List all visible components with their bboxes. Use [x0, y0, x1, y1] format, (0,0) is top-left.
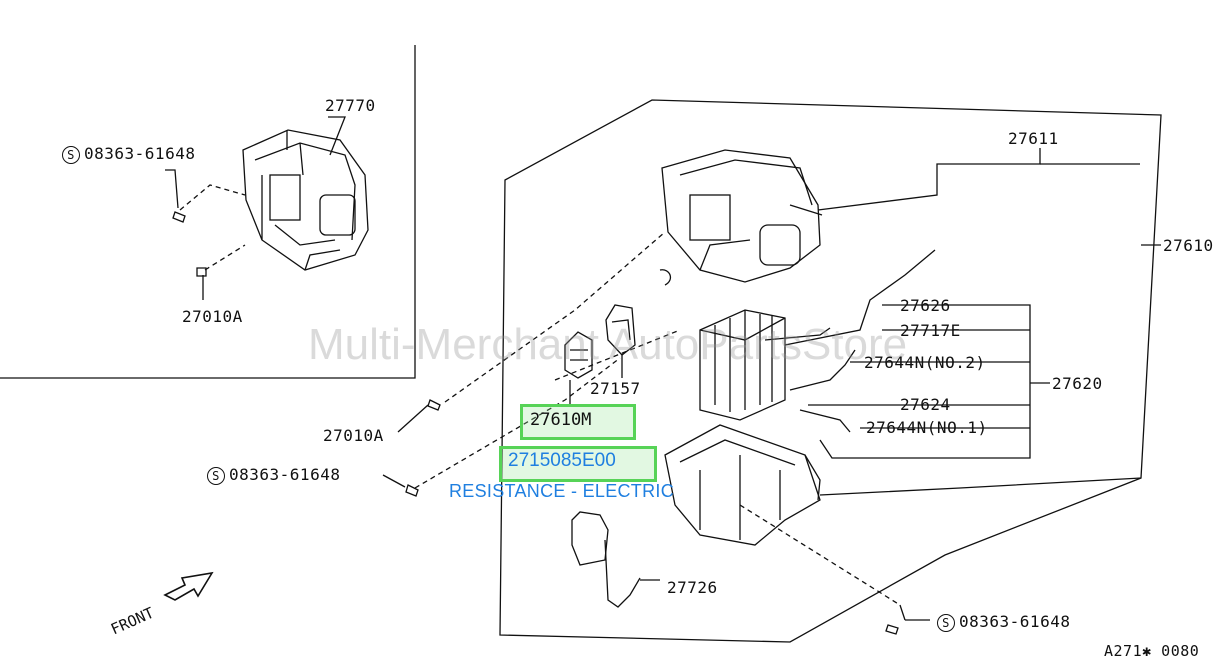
highlight-part-number[interactable]	[499, 446, 657, 482]
part-number-text: 2715085E00	[508, 450, 616, 471]
assembly-outline	[499, 99, 1162, 643]
seal-drawing	[605, 304, 636, 356]
lower-case-drawing	[664, 424, 1142, 546]
label-27610: 27610	[1163, 236, 1214, 255]
label-27644N-no2: 27644N(NO.2)	[864, 353, 986, 372]
heater-unit-drawing	[242, 129, 369, 271]
label-27770: 27770	[325, 96, 376, 115]
label-27610M: 27610M	[530, 410, 592, 430]
label-27644N-no1: 27644N(NO.1)	[866, 418, 988, 437]
screw-drawing	[172, 211, 899, 635]
s-mark-icon: S	[62, 145, 80, 164]
part-description: RESISTANCE - ELECTRIC	[449, 481, 674, 501]
label-27726: 27726	[667, 578, 718, 597]
label-27626: 27626	[900, 296, 951, 315]
inset-frame	[0, 45, 416, 379]
label-27620: 27620	[1052, 374, 1103, 393]
s-mark-icon: S	[207, 466, 225, 485]
label-27611: 27611	[1008, 129, 1059, 148]
label-08363-mid-text: 08363-61648	[229, 465, 341, 484]
highlight-27610M[interactable]	[520, 404, 636, 440]
front-arrow	[163, 571, 214, 601]
sensor-drawing	[571, 511, 641, 608]
diagram-reference: A271✱ 0080	[1104, 642, 1200, 660]
evaporator-core-drawing	[699, 309, 786, 421]
label-08363-top-text: 08363-61648	[84, 144, 196, 163]
label-27157: 27157	[590, 379, 641, 398]
label-27010A-inset: 27010A	[182, 307, 243, 326]
s-mark-icon: S	[937, 613, 955, 632]
watermark: Multi-Merchant AutoPartsStore	[308, 320, 908, 369]
blower-unit-drawing	[659, 149, 823, 286]
resistor-drawing	[564, 331, 593, 379]
label-27624: 27624	[900, 395, 951, 414]
label-27010A-main: 27010A	[323, 426, 384, 445]
label-08363-bottom-text: 08363-61648	[959, 612, 1071, 631]
label-27717E: 27717E	[900, 321, 961, 340]
